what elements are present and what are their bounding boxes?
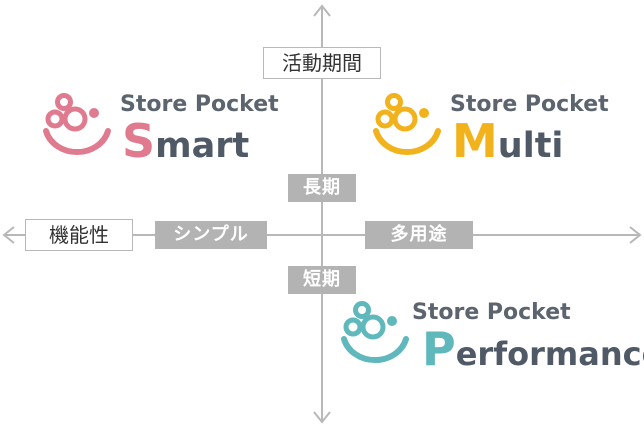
performance-logo-icon: [341, 301, 409, 364]
multi-product-name: Multi: [452, 114, 563, 168]
arrow-down-icon: [313, 411, 331, 424]
horizontal-axis-title: 機能性: [25, 219, 133, 251]
smart-initial: S: [122, 114, 156, 168]
multi-rest: ulti: [497, 126, 564, 166]
arrow-up-icon: [313, 4, 331, 17]
right-axis-label: 多用途: [365, 221, 473, 249]
left-axis-label: シンプル: [155, 221, 267, 249]
performance-brand: Store Pocket: [412, 300, 571, 325]
arrow-left-icon: [2, 226, 15, 244]
bottom-axis-label: 短期: [288, 266, 356, 294]
top-axis-label: 長期: [288, 174, 356, 202]
arrow-right-icon: [629, 226, 642, 244]
smart-rest: mart: [155, 126, 250, 166]
smart-brand: Store Pocket: [120, 92, 279, 117]
product-multi: Store Pocket Multi: [372, 92, 612, 172]
multi-initial: M: [452, 114, 498, 168]
performance-rest: erformance: [455, 335, 644, 373]
vertical-axis-title: 活動期間: [263, 47, 381, 79]
product-smart: Store Pocket Smart: [42, 92, 282, 172]
performance-initial: P: [422, 322, 456, 376]
product-performance: Store Pocket Performance: [340, 300, 644, 380]
smart-product-name: Smart: [122, 114, 249, 168]
performance-product-name: Performance: [422, 322, 644, 376]
multi-logo-icon: [373, 93, 441, 156]
smart-logo-icon: [43, 93, 111, 156]
multi-brand: Store Pocket: [450, 92, 609, 117]
